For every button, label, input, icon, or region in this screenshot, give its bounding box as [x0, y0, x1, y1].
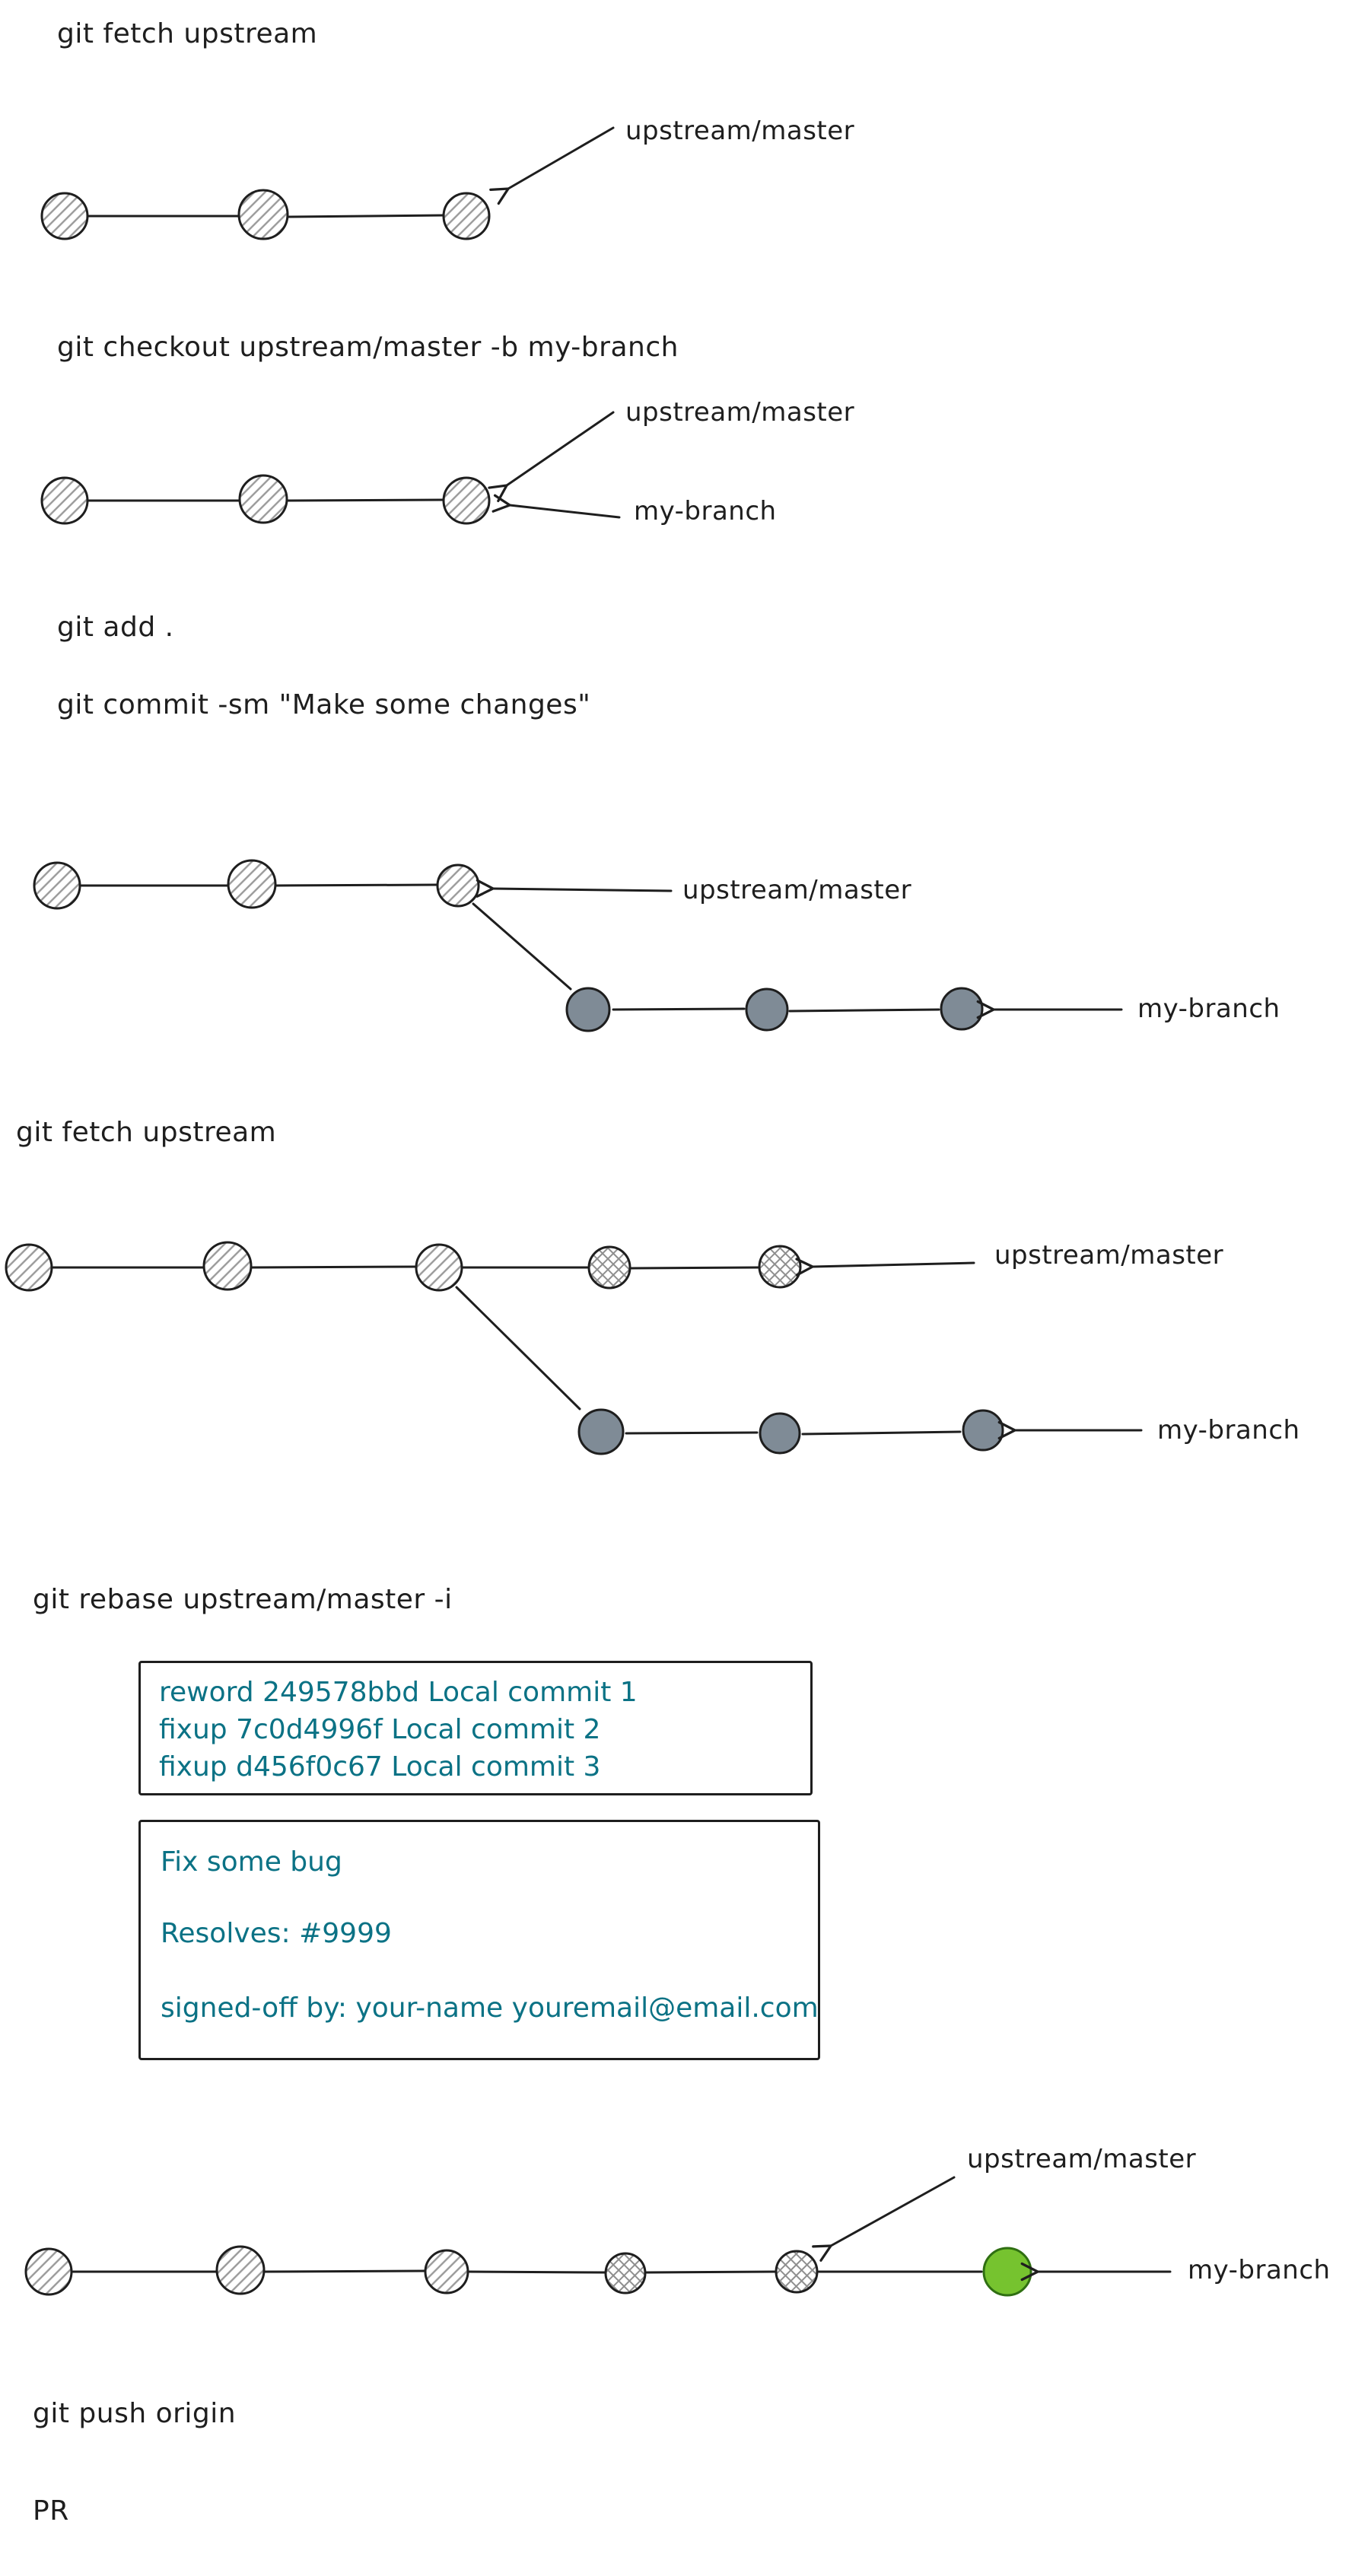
label-upstream-master-1: upstream/master: [625, 116, 855, 146]
graph-after-fetch-1: [40, 126, 615, 240]
edge: [286, 214, 445, 218]
commit-node-new-upstream: [775, 2250, 819, 2294]
commit-node: [237, 189, 289, 240]
edge: [788, 1008, 940, 1013]
step-git-rebase: git rebase upstream/master -i: [33, 1584, 453, 1615]
commit-node-local: [940, 987, 984, 1031]
commit-node: [442, 476, 491, 525]
commit-node: [40, 476, 89, 525]
graph-checkout-branch: [40, 411, 621, 525]
step-git-fetch-upstream-1: git fetch upstream: [57, 18, 318, 49]
label-upstream-master-4: upstream/master: [994, 1240, 1224, 1271]
commit-message-signoff: signed-off by: your-name youremail@email…: [161, 1992, 819, 2024]
commit-node-rebased: [982, 2247, 1032, 2297]
commit-node: [415, 1243, 463, 1292]
commit-node: [215, 2245, 266, 2295]
label-my-branch-2: my-branch: [1137, 994, 1280, 1024]
commit-node: [442, 192, 491, 240]
arrow-upstream-master-icon: [488, 411, 615, 503]
commit-node-local: [577, 1408, 625, 1455]
commit-node-local: [962, 1409, 1004, 1452]
label-my-branch-3: my-branch: [1157, 1415, 1300, 1445]
edge: [263, 2269, 426, 2273]
step-git-commit: git commit -sm "Make some changes": [57, 689, 591, 720]
arrow-upstream-master-icon: [812, 2176, 956, 2262]
arrow-upstream-master-icon: [795, 1258, 975, 1277]
rebase-todo-line: fixup d456f0c67 Local commit 3: [159, 1751, 601, 1783]
step-pr: PR: [33, 2495, 69, 2527]
arrow-upstream-master-icon: [489, 126, 615, 205]
graph-diverged: [5, 1241, 1143, 1455]
commit-node-new-upstream: [587, 1245, 631, 1290]
step-git-add: git add .: [57, 612, 174, 643]
label-upstream-master-5: upstream/master: [967, 2144, 1197, 2174]
step-git-push: git push origin: [33, 2398, 237, 2429]
edge: [275, 883, 438, 887]
edge: [286, 498, 445, 502]
edge: [801, 1430, 962, 1436]
rebase-todo-line: reword 249578bbd Local commit 1: [159, 1677, 638, 1708]
edge: [630, 1266, 759, 1270]
commit-message-resolves: Resolves: #9999: [161, 1918, 392, 1949]
arrow-upstream-master-icon: [476, 879, 673, 898]
branch-edge: [455, 1286, 581, 1410]
graph-local-commits: [33, 859, 1123, 1032]
commit-node-local: [565, 987, 611, 1032]
commit-node-new-upstream: [758, 1245, 802, 1289]
graph-after-rebase: [24, 2176, 1172, 2297]
label-upstream-master-2: upstream/master: [625, 397, 855, 428]
commit-node: [5, 1243, 53, 1292]
commit-message-title: Fix some bug: [161, 1846, 342, 1878]
commit-node: [227, 859, 277, 909]
label-my-branch-1: my-branch: [634, 496, 777, 526]
arrow-my-branch-icon: [491, 494, 621, 519]
commit-node: [40, 192, 89, 240]
branch-edge: [472, 902, 572, 991]
rebase-todo-box: reword 249578bbd Local commit 1 fixup 7c…: [138, 1661, 813, 1795]
edge: [612, 1007, 746, 1011]
commit-node-new-upstream: [604, 2252, 647, 2295]
commit-node-local: [759, 1412, 801, 1455]
commit-node: [436, 863, 480, 908]
label-my-branch-4: my-branch: [1188, 2255, 1331, 2285]
step-git-fetch-upstream-2: git fetch upstream: [16, 1117, 277, 1148]
commit-node-local: [745, 987, 789, 1032]
commit-node: [33, 861, 81, 910]
commit-node: [24, 2247, 73, 2296]
commit-node: [424, 2249, 469, 2295]
commit-message-box: Fix some bug Resolves: #9999 signed-off …: [138, 1820, 820, 2060]
label-upstream-master-3: upstream/master: [682, 875, 912, 905]
commit-node: [202, 1241, 253, 1291]
step-git-checkout-branch: git checkout upstream/master -b my-branc…: [57, 332, 679, 363]
rebase-todo-line: fixup 7c0d4996f Local commit 2: [159, 1714, 601, 1745]
commit-node: [238, 474, 288, 524]
